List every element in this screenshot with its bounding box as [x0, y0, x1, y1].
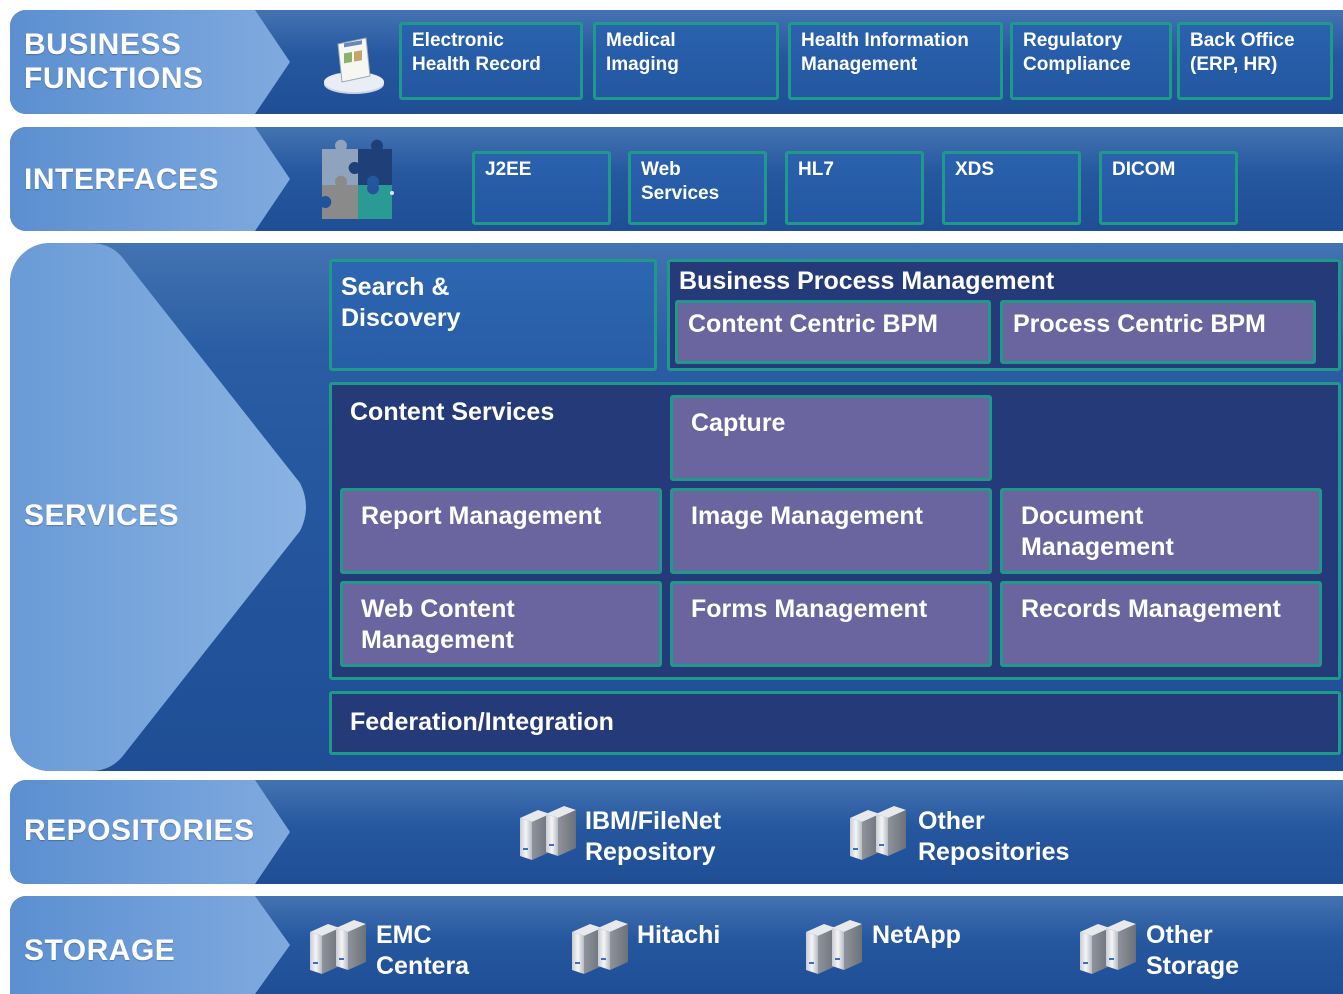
capture-box: Capture	[670, 395, 992, 481]
image-management-box: Image Management	[670, 488, 992, 574]
server-tower-icon	[572, 920, 628, 974]
server-tower-icon	[310, 920, 366, 974]
if-web-services: Web Services	[628, 151, 767, 225]
web-content-management-box: Web Content Management	[340, 581, 662, 667]
bf-medical-imaging: Medical Imaging	[593, 22, 779, 100]
storage-chevron	[10, 896, 290, 994]
repositories-label: REPOSITORIES	[24, 814, 255, 847]
services-chevron	[10, 243, 306, 771]
bf-electronic-health-record: Electronic Health Record	[399, 22, 583, 100]
interfaces-chevron	[10, 127, 290, 231]
bpm-title: Business Process Management	[679, 267, 1055, 295]
services-label: SERVICES	[24, 499, 180, 532]
repositories-layer: REPOSITORIES IBM/FileNet Repository Othe…	[10, 780, 1343, 884]
document-management-box: Document Management	[1000, 488, 1322, 574]
process-centric-bpm-box: Process Centric BPM	[1000, 300, 1316, 364]
storage-other: Other Storage	[1146, 921, 1240, 980]
storage-netapp: NetApp	[872, 921, 961, 949]
report-management-box: Report Management	[340, 488, 662, 574]
server-tower-icon	[520, 806, 576, 860]
forms-management-box: Forms Management	[670, 581, 992, 667]
content-centric-bpm-box: Content Centric BPM	[675, 300, 991, 364]
repo-other: Other Repositories	[918, 807, 1070, 866]
if-j2ee: J2EE	[472, 151, 611, 225]
desktop-document-icon	[324, 37, 384, 94]
if-xds: XDS	[942, 151, 1081, 225]
server-tower-icon	[806, 920, 862, 974]
content-services-panel: Content Services Capture Report Manageme…	[329, 382, 1341, 680]
business-functions-chevron	[10, 10, 290, 114]
server-tower-icon	[1080, 920, 1136, 974]
content-services-title: Content Services	[350, 398, 555, 426]
repositories-chevron	[10, 780, 290, 884]
bpm-panel: Business Process Management Content Cent…	[667, 259, 1341, 371]
business-functions-layer: BUSINESS FUNCTIONS Electronic Health Rec…	[10, 10, 1343, 114]
records-management-box: Records Management	[1000, 581, 1322, 667]
bf-back-office: Back Office (ERP, HR)	[1177, 22, 1333, 100]
bf-health-information-management: Health Information Management	[788, 22, 1003, 100]
interfaces-label: INTERFACES	[24, 163, 220, 196]
storage-layer: STORAGE EMC Centera Hitachi NetApp Other…	[10, 896, 1343, 994]
interfaces-layer: INTERFACES J2EE Web Services HL7 XDS DIC…	[10, 127, 1343, 231]
business-functions-label: BUSINESS FUNCTIONS	[24, 28, 204, 95]
if-hl7: HL7	[785, 151, 924, 225]
storage-emc-centera: EMC Centera	[376, 921, 470, 980]
repo-ibm-filenet: IBM/FileNet Repository	[585, 807, 722, 866]
search-discovery-box: Search & Discovery	[329, 259, 657, 371]
federation-integration-box: Federation/Integration	[329, 691, 1341, 755]
storage-hitachi: Hitachi	[637, 921, 721, 949]
puzzle-pieces-icon	[322, 139, 394, 219]
bf-regulatory-compliance: Regulatory Compliance	[1010, 22, 1172, 100]
server-tower-icon	[850, 806, 906, 860]
storage-label: STORAGE	[24, 934, 176, 967]
services-layer: SERVICES Search & Discovery Business Pro…	[10, 243, 1343, 771]
if-dicom: DICOM	[1099, 151, 1238, 225]
